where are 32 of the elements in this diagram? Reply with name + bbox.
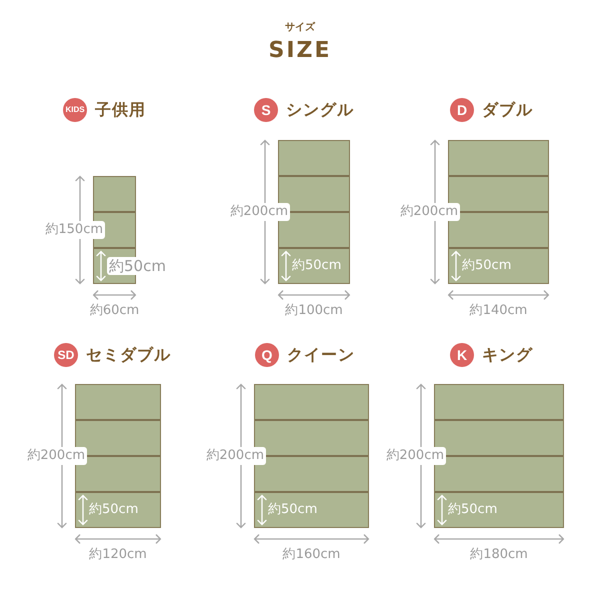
dimension-label: 約50cm: [292, 257, 342, 275]
size-heading: 子供用: [95, 100, 146, 120]
dimension-label: 約50cm: [268, 501, 318, 519]
size-heading: ダブル: [482, 100, 533, 120]
subtitle: サイズ: [285, 22, 315, 34]
dimension-label: 約150cm: [43, 221, 105, 239]
size-badge: K: [450, 343, 474, 367]
size-heading: セミダブル: [86, 345, 171, 365]
dimension-label: 約200cm: [25, 447, 87, 465]
size-heading: キング: [482, 345, 533, 365]
dimension-label: 約50cm: [107, 257, 168, 275]
dimension-label: 約200cm: [384, 447, 446, 465]
dimension-label: 約160cm: [282, 546, 340, 564]
size-heading: クイーン: [287, 345, 355, 365]
size-badge: SD: [54, 343, 78, 367]
dimension-label: 約200cm: [204, 447, 266, 465]
dimension-label: 約120cm: [89, 546, 147, 564]
size-badge: KIDS: [63, 98, 87, 122]
dimension-label: 約180cm: [470, 546, 528, 564]
dimension-label: 約50cm: [462, 257, 512, 275]
size-badge: Q: [255, 343, 279, 367]
size-badge: S: [254, 98, 278, 122]
size-badge: D: [450, 98, 474, 122]
dimension-label: 約60cm: [90, 302, 140, 320]
dimension-label: 約200cm: [398, 203, 460, 221]
dimension-label: 約140cm: [470, 302, 528, 320]
dimension-label: 約50cm: [89, 501, 138, 519]
dimension-label: 約200cm: [228, 203, 290, 221]
dimension-label: 約100cm: [285, 302, 343, 320]
size-heading: シングル: [286, 100, 354, 120]
dimension-label: 約50cm: [448, 501, 498, 519]
title: SIZE: [268, 38, 332, 64]
